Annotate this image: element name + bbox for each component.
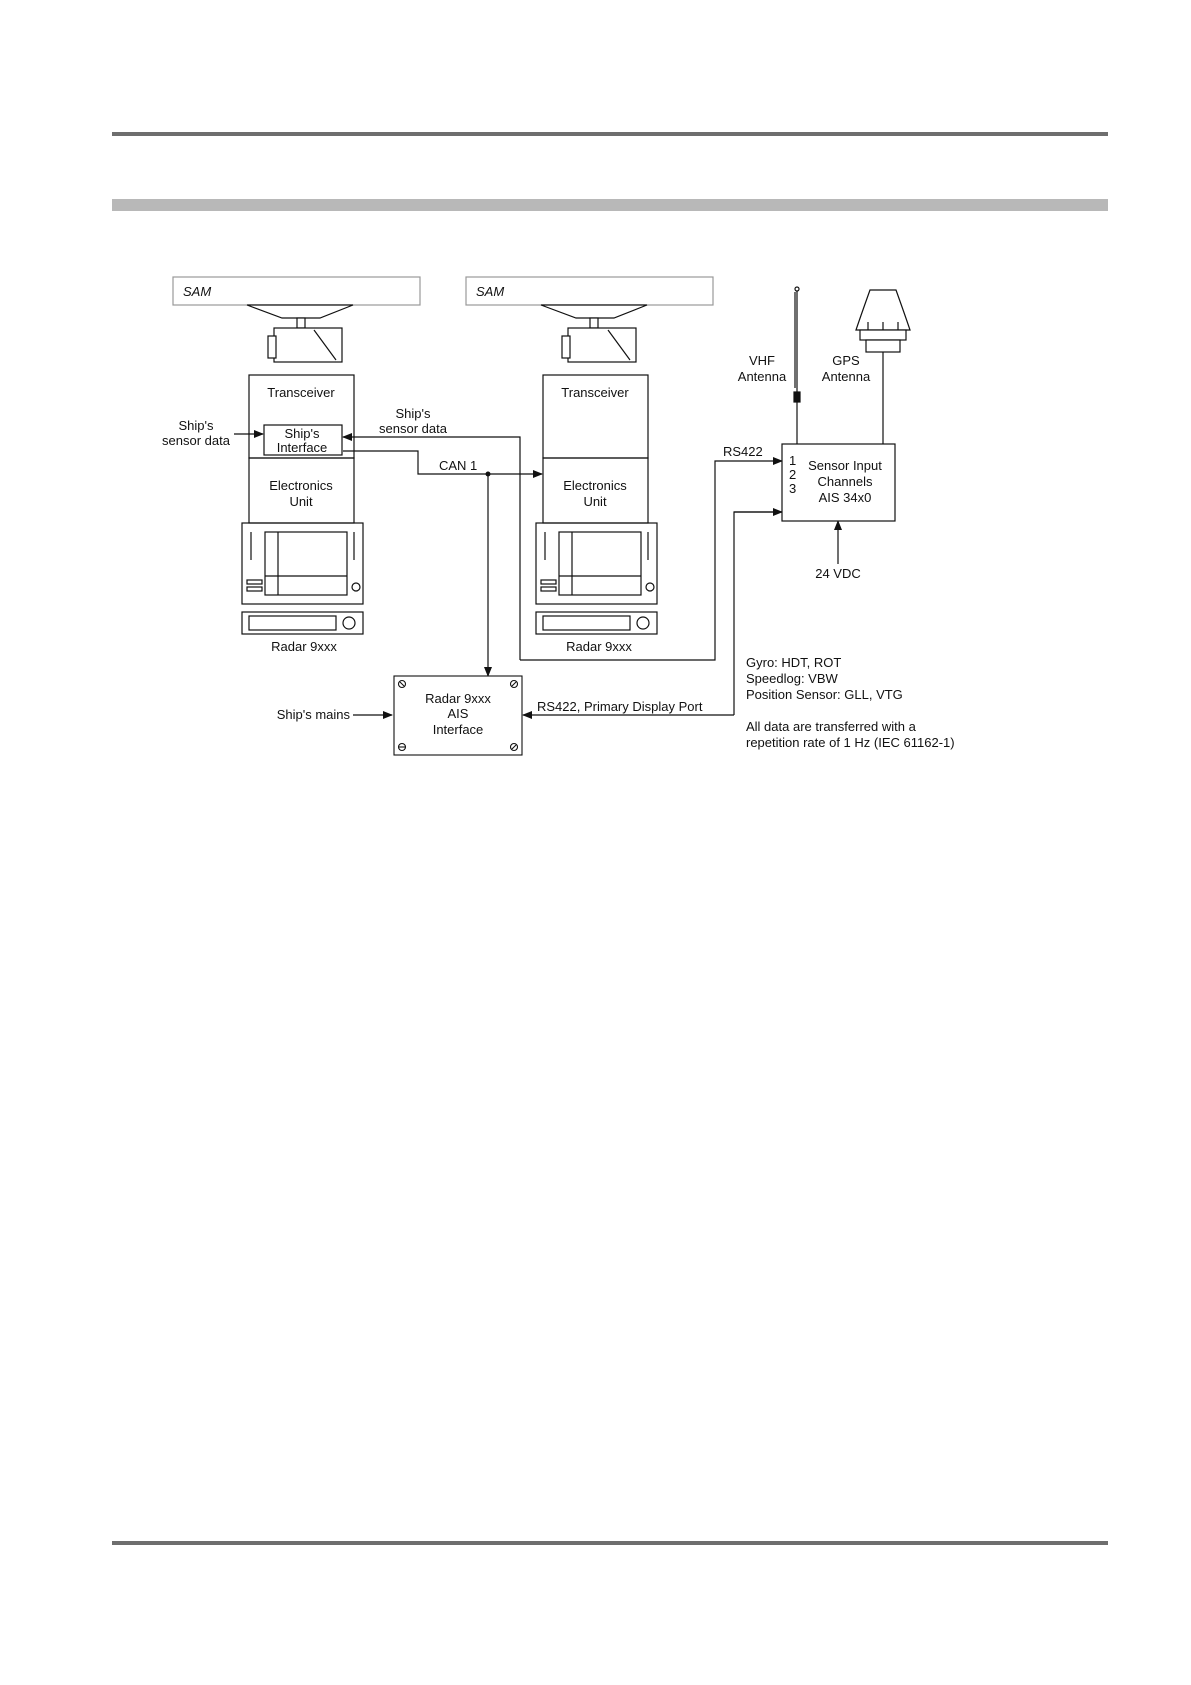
control-panel-left — [241, 611, 364, 635]
ais-box-line3: AIS 34x0 — [819, 490, 872, 505]
radar-caption-left: Radar 9xxx — [271, 639, 337, 654]
can-bus-line — [343, 450, 543, 478]
vdc-label: 24 VDC — [815, 566, 861, 581]
ships-interface-label-2: Interface — [277, 440, 328, 455]
channel-1-label: 1 — [789, 453, 796, 468]
header-rule — [112, 132, 1108, 136]
vhf-label-2: Antenna — [738, 369, 787, 384]
vhf-antenna-icon — [793, 286, 801, 403]
radar-right — [465, 276, 714, 635]
sam-label-right: SAM — [476, 284, 504, 299]
gps-label-2: Antenna — [822, 369, 871, 384]
ships-sensor-label-1: Ship's — [395, 406, 431, 421]
note-position: Position Sensor: GLL, VTG — [746, 687, 903, 702]
channel-2-label: 2 — [789, 467, 796, 482]
electronics-label-right-2: Unit — [583, 494, 607, 509]
note-transfer-2: repetition rate of 1 Hz (IEC 61162-1) — [746, 735, 955, 750]
interface-box-line3: Interface — [433, 722, 484, 737]
ships-sensor-input-label-1: Ship's — [178, 418, 214, 433]
section-band — [112, 199, 1108, 211]
note-gyro: Gyro: HDT, ROT — [746, 655, 841, 670]
electronics-label-right-1: Electronics — [563, 478, 627, 493]
sam-label-left: SAM — [183, 284, 211, 299]
gps-antenna-icon — [855, 289, 911, 353]
can-label: CAN 1 — [439, 458, 477, 473]
rs422-line — [520, 457, 783, 661]
note-transfer-1: All data are transferred with a — [746, 719, 917, 734]
gps-label-1: GPS — [832, 353, 860, 368]
interface-box-line2: AIS — [448, 706, 469, 721]
display-console-right — [535, 522, 658, 605]
scanner-gearbox-right — [567, 327, 637, 363]
ships-sensor-input-label-2: sensor data — [162, 433, 231, 448]
rs422-label: RS422 — [723, 444, 763, 459]
electronics-label-left-2: Unit — [289, 494, 313, 509]
scanner-gearbox-left — [273, 327, 343, 363]
radar-left — [172, 276, 421, 635]
can-junction-dot — [485, 471, 491, 477]
ais-sensor-input-box — [781, 443, 896, 522]
sensor-data-bus-line — [342, 433, 521, 660]
scanner-pedestal-left — [246, 304, 354, 319]
ships-sensor-label-2: sensor data — [379, 421, 448, 436]
channel-3-label: 3 — [789, 481, 796, 496]
rs422-primary-label: RS422, Primary Display Port — [537, 699, 703, 714]
electronics-label-left-1: Electronics — [269, 478, 333, 493]
ais-box-line2: Channels — [818, 474, 873, 489]
ais-box-line1: Sensor Input — [808, 458, 882, 473]
ships-interface-box — [263, 424, 343, 456]
sensor-notes: Gyro: HDT, ROT Speedlog: VBW Position Se… — [746, 655, 955, 750]
control-panel-right — [535, 611, 658, 635]
ships-interface-label-1: Ship's — [284, 426, 320, 441]
display-console-left — [241, 522, 364, 605]
note-speedlog: Speedlog: VBW — [746, 671, 839, 686]
scanner-pedestal-right — [540, 304, 648, 319]
vhf-label-1: VHF — [749, 353, 775, 368]
transceiver-label-left: Transceiver — [267, 385, 335, 400]
ais-interface-box — [393, 675, 523, 756]
interface-box-line1: Radar 9xxx — [425, 691, 491, 706]
ships-mains-label: Ship's mains — [277, 707, 351, 722]
transceiver-label-right: Transceiver — [561, 385, 629, 400]
radar-caption-right: Radar 9xxx — [566, 639, 632, 654]
footer-rule — [112, 1541, 1108, 1545]
